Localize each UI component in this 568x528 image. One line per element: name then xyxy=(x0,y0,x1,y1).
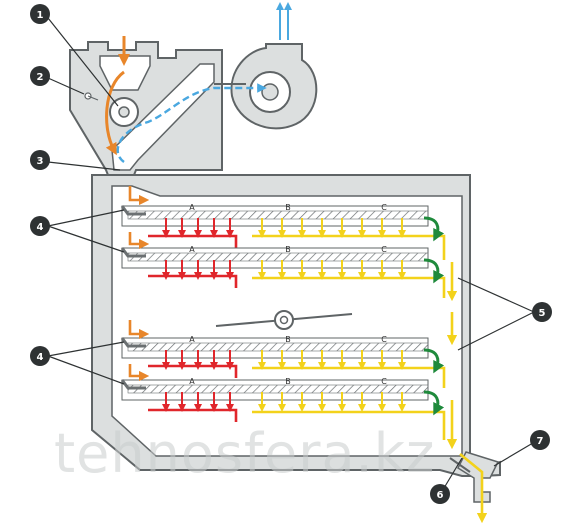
leader-4b-1 xyxy=(47,341,125,357)
zone-label-b: B xyxy=(285,377,291,386)
callout-3: 3 xyxy=(30,150,50,170)
green-overflow-arrow xyxy=(423,216,445,242)
sieve-deck-1-feed-lip xyxy=(120,205,146,216)
leader-2 xyxy=(47,77,85,95)
sieve-deck-1-hatch xyxy=(127,210,429,220)
callout-6: 6 xyxy=(430,484,450,504)
zone-label-a: A xyxy=(189,335,195,344)
svg-text:2: 2 xyxy=(37,72,44,83)
sieve-deck-4-feed-lip xyxy=(120,379,146,390)
leader-4b-2 xyxy=(47,355,125,385)
green-overflow-arrow xyxy=(423,258,445,284)
feed-arrow-roller xyxy=(105,70,125,156)
svg-text:4: 4 xyxy=(37,352,44,363)
leader-3 xyxy=(47,161,121,171)
sieve-deck-1-tray-a xyxy=(148,234,238,248)
leader-1 xyxy=(47,17,119,107)
feed-arrow-deck3 xyxy=(128,320,150,340)
yellow-outlet-arrow xyxy=(459,452,488,524)
feed-arrow-deck1 xyxy=(128,186,150,206)
fan-hub xyxy=(261,83,279,101)
callout-badges: 1 2 3 4 4 5 6 7 xyxy=(30,4,552,504)
green-overflow-arrow xyxy=(423,348,445,374)
outlet-flow xyxy=(446,262,488,524)
leader-5-1 xyxy=(457,277,535,313)
sieve-deck-2-tray-a xyxy=(148,274,238,288)
sieve-deck-2-hatch xyxy=(127,252,429,262)
sieve-deck-3-feed-lip xyxy=(120,337,146,348)
zone-label-a: A xyxy=(189,203,195,212)
callout-7: 7 xyxy=(530,430,550,450)
callout-1: 1 xyxy=(30,4,50,24)
watermark-text: tehnosfera.kz xyxy=(54,422,435,485)
feed-roller-hub xyxy=(118,106,130,118)
feed-flow xyxy=(105,36,150,382)
outlet-flap xyxy=(449,457,471,473)
leader-5-2 xyxy=(457,311,535,351)
zone-label-a: A xyxy=(189,377,195,386)
air-path xyxy=(116,83,267,163)
callout-2: 2 xyxy=(30,66,50,86)
callout-5: 5 xyxy=(532,302,552,322)
leader-7 xyxy=(493,439,539,467)
aspiration-housing xyxy=(69,41,223,181)
fraction-arrows xyxy=(162,216,445,416)
outlet-spout xyxy=(457,451,500,503)
air-flow xyxy=(116,2,292,163)
svg-text:6: 6 xyxy=(437,490,444,501)
svg-text:3: 3 xyxy=(37,156,44,167)
svg-text:7: 7 xyxy=(537,436,544,447)
callout-4b: 4 xyxy=(30,346,50,366)
adjust-lever xyxy=(87,95,99,101)
zone-label-c: C xyxy=(381,377,387,386)
leader-4a-1 xyxy=(47,209,125,227)
svg-text:1: 1 xyxy=(37,10,44,21)
zone-label-b: B xyxy=(285,203,291,212)
fan-unit xyxy=(214,43,318,130)
leader-4a-2 xyxy=(47,225,125,253)
svg-text:5: 5 xyxy=(539,308,546,319)
leader-6 xyxy=(443,457,463,489)
callout-4a: 4 xyxy=(30,216,50,236)
sieve-deck-3-tray-a xyxy=(148,364,238,378)
drive-wheel-hub xyxy=(279,315,289,325)
zone-label-c: C xyxy=(381,335,387,344)
zone-labels: A B C A B C A B C A B C xyxy=(189,203,387,386)
eccentric-drive xyxy=(215,310,353,330)
sieve-deck-4-hatch xyxy=(127,384,429,394)
sieve-deck-2-feed-lip xyxy=(120,247,146,258)
sieve-deck-4-tray-a xyxy=(148,408,238,422)
green-overflow-arrow xyxy=(423,390,445,416)
zone-label-c: C xyxy=(381,203,387,212)
inlet-chute xyxy=(99,55,151,91)
svg-text:4: 4 xyxy=(37,222,44,233)
zone-label-c: C xyxy=(381,245,387,254)
zone-label-b: B xyxy=(285,335,291,344)
feed-arrow-deck4 xyxy=(128,364,150,382)
zone-label-b: B xyxy=(285,245,291,254)
zone-label-a: A xyxy=(189,245,195,254)
feed-arrow-deck2 xyxy=(128,232,150,250)
callout-leaders xyxy=(47,17,539,489)
sieve-deck-3-hatch xyxy=(127,342,429,352)
